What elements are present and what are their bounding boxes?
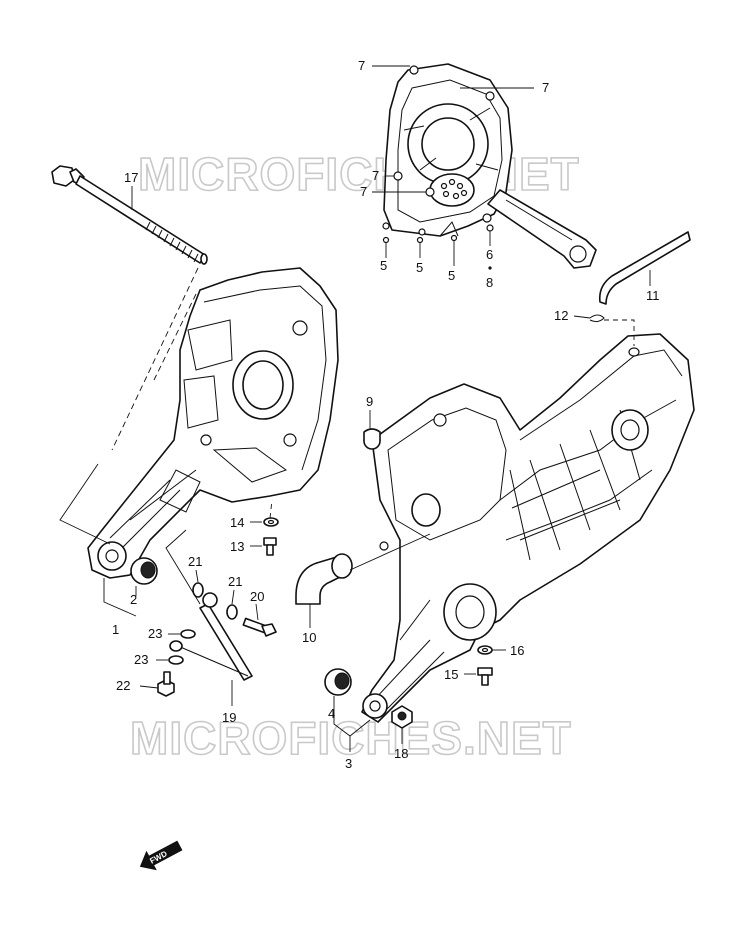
long-bolt — [51, 165, 208, 265]
callout-21-b: 21 — [228, 574, 242, 589]
callout-22: 22 — [116, 678, 130, 693]
oil-pipe — [169, 592, 253, 681]
callout-4: 4 — [328, 706, 335, 721]
bushing-right — [324, 668, 352, 696]
callout-8: 8 — [486, 275, 493, 290]
callout-17: 17 — [124, 170, 138, 185]
callout-5-a: 5 — [380, 258, 387, 273]
callout-13: 13 — [230, 539, 244, 554]
breather-hose — [598, 231, 691, 305]
bolt-5c — [450, 234, 458, 242]
leader-lines — [59, 65, 651, 752]
callout-23-a: 23 — [148, 626, 162, 641]
callout-1: 1 — [112, 622, 119, 637]
callout-12: 12 — [554, 308, 568, 323]
callout-7-mid: 7 — [372, 168, 379, 183]
bolt-13 — [263, 537, 277, 556]
fwd-arrow-icon: FWD — [139, 840, 183, 871]
bolt-5b — [416, 236, 424, 244]
bolt-6 — [486, 224, 494, 232]
bolt-20 — [242, 617, 277, 637]
washer-23a — [180, 629, 196, 639]
crankcase-cover — [382, 63, 513, 237]
callout-3: 3 — [345, 756, 352, 771]
callout-9: 9 — [366, 394, 373, 409]
callout-7-top: 7 — [358, 58, 365, 73]
callout-5-b: 5 — [416, 260, 423, 275]
callout-2: 2 — [130, 592, 137, 607]
hose-clip — [589, 314, 605, 323]
callout-5-c: 5 — [448, 268, 455, 283]
washer-23b — [168, 655, 184, 665]
callout-7-right: 7 — [542, 80, 549, 95]
nut — [391, 705, 413, 729]
right-crankcase — [361, 333, 695, 723]
callout-16: 16 — [510, 643, 524, 658]
bolt-15 — [477, 667, 493, 686]
washer-21a — [192, 582, 204, 598]
callout-23-b: 23 — [134, 652, 148, 667]
callout-15: 15 — [444, 667, 458, 682]
washer-14 — [263, 517, 279, 527]
bushing-left — [130, 557, 158, 585]
callout-6: 6 — [486, 247, 493, 262]
callout-19: 19 — [222, 710, 236, 725]
bolt-5a — [382, 236, 390, 244]
callout-20: 20 — [250, 589, 264, 604]
cover-arm — [487, 189, 597, 269]
callout-14: 14 — [230, 515, 244, 530]
washer-21b — [226, 604, 238, 620]
dowel-pin — [363, 428, 381, 450]
hose-elbow — [295, 553, 353, 605]
washer-16 — [477, 645, 493, 655]
callout-7-low: 7 — [360, 184, 367, 199]
callout-labels: 17 7 7 7 7 5 5 5 6 8 11 12 9 14 13 21 21… — [112, 58, 660, 771]
callout-11: 11 — [646, 288, 660, 303]
bolt-22 — [157, 671, 175, 697]
left-crankcase — [87, 267, 339, 579]
callout-18: 18 — [394, 746, 408, 761]
watermark-upper: MICROFICHES.NET — [138, 148, 580, 200]
callout-21-a: 21 — [188, 554, 202, 569]
callout-10: 10 — [302, 630, 316, 645]
dot-separator — [488, 266, 492, 270]
